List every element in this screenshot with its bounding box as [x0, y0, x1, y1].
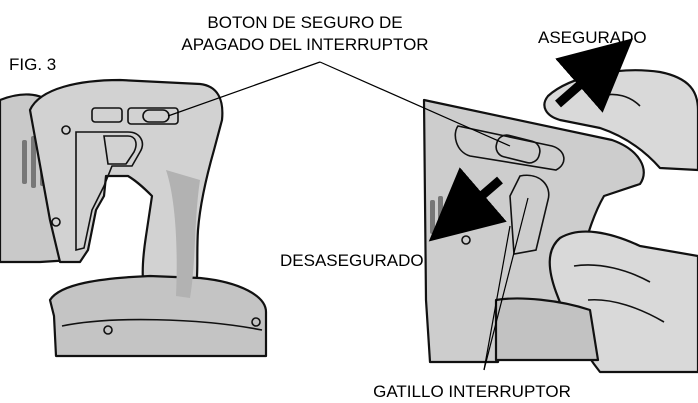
leader-safety-left: [167, 61, 321, 117]
leader-trigger: [483, 197, 529, 371]
left-tool-battery-screw: [103, 325, 113, 335]
left-tool-switch-slot: [91, 107, 123, 123]
right-hand-finger-crease: [587, 298, 665, 323]
safety-switch-label-line2: APAGADO DEL INTERRUPTOR: [181, 35, 428, 54]
figure-number-label: FIG. 3: [9, 55, 56, 74]
left-tool-battery-screw: [251, 317, 261, 327]
unlocked-direction-arrow: [428, 167, 507, 242]
right-tool-safety-button: [495, 134, 541, 164]
left-tool-illustration: [0, 78, 268, 358]
left-tool-trigger: [103, 135, 137, 165]
left-tool-screw: [51, 217, 61, 227]
locked-direction-arrow: [555, 38, 634, 113]
unlocked-label: DESASEGURADO: [280, 251, 424, 270]
left-tool-switch-slot-2: [127, 107, 179, 125]
left-tool-grip-shadow: [166, 170, 200, 298]
locked-label: ASEGURADO: [538, 28, 647, 47]
leader-safety-right: [319, 61, 511, 147]
left-tool-battery-seam: [61, 318, 263, 331]
right-hand-finger-crease: [573, 264, 651, 283]
left-tool-battery: [48, 274, 268, 358]
leader-trigger-2: [483, 225, 511, 371]
left-tool-screw: [61, 125, 71, 135]
safety-switch-label-line1: BOTON DE SEGURO DE: [207, 13, 402, 32]
right-tool-illustration: [422, 69, 698, 374]
trigger-label: GATILLO INTERRUPTOR: [373, 382, 571, 401]
left-tool-trigger-opening: [75, 131, 144, 252]
right-tool-battery: [494, 297, 600, 362]
right-tool-trigger: [509, 174, 550, 255]
right-tool-switch-housing: [454, 125, 565, 171]
